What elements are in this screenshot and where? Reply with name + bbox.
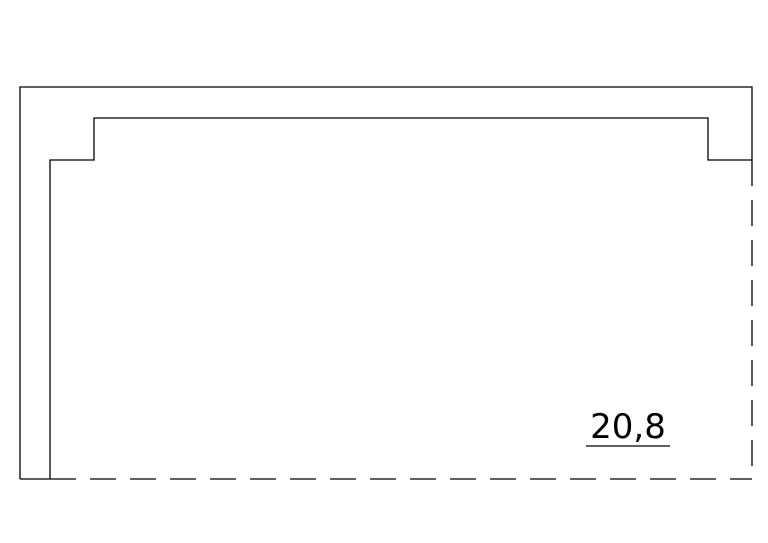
inner-wall-outline: [49, 117, 752, 479]
room-area-label: 20,8: [590, 407, 666, 447]
outer-wall: [19, 86, 753, 479]
